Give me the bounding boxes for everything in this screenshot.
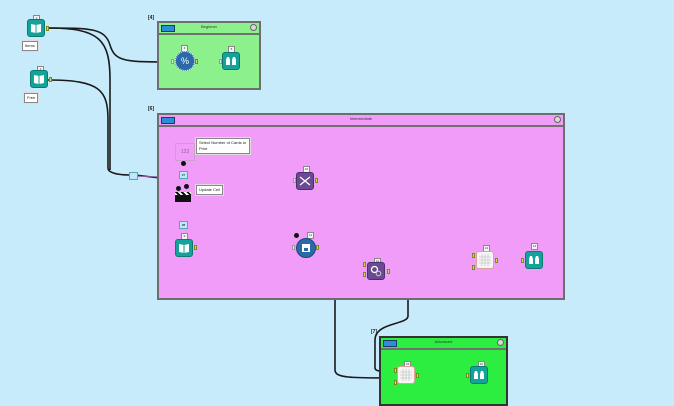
container-id: [4] (148, 15, 155, 21)
output-anchor[interactable] (195, 59, 198, 64)
action-tool[interactable] (175, 192, 191, 202)
container-header: Advanced (381, 338, 506, 350)
tool-annotation-items: Items (22, 41, 38, 51)
input-anchor[interactable] (394, 368, 397, 373)
cross-tab-tool[interactable] (397, 366, 415, 384)
interface-anchor[interactable] (176, 186, 181, 191)
output-anchor[interactable] (387, 269, 390, 274)
table-icon (400, 369, 412, 381)
numeric-updown-tool[interactable]: 123 (175, 143, 195, 161)
book-icon (31, 24, 41, 33)
binoculars-icon (474, 371, 484, 379)
container-beginner[interactable]: Beginner (157, 21, 261, 90)
clapperboard-icon (175, 192, 191, 195)
output-anchor[interactable] (46, 26, 49, 31)
book-icon (34, 75, 44, 84)
input-anchor[interactable] (292, 245, 295, 250)
container-title: Intermediate (349, 116, 373, 121)
browse-tool[interactable] (470, 366, 488, 384)
binoculars-icon (529, 256, 539, 264)
interface-anchor[interactable] (181, 161, 186, 166)
container-toggle[interactable] (161, 117, 175, 124)
container-title: Beginner (200, 24, 217, 29)
wire-items-to-question (47, 27, 111, 170)
output-anchor[interactable] (49, 77, 52, 82)
input-anchor[interactable] (363, 262, 366, 267)
input-anchor[interactable] (472, 265, 475, 270)
sample-tool[interactable]: % (175, 51, 195, 71)
numeric-updown-annotation: Select Number of Cards to Print (196, 138, 250, 154)
browse-tool[interactable] (222, 52, 240, 70)
save-icon (302, 244, 310, 252)
question-badge: #8 (179, 221, 188, 229)
numeric-display: 123 (180, 149, 190, 155)
input-anchor[interactable] (394, 380, 397, 385)
input-anchor[interactable] (219, 59, 222, 64)
tool-id-badge: 14 (531, 243, 538, 250)
container-header: Beginner (159, 23, 259, 35)
container-id: [7] (371, 329, 378, 335)
binoculars-icon (226, 57, 236, 65)
collapse-button[interactable] (497, 339, 504, 346)
gears-icon (370, 265, 382, 277)
book-icon (179, 244, 189, 253)
input-tool[interactable] (175, 239, 193, 257)
collapse-button[interactable] (250, 24, 257, 31)
interface-question-icon[interactable] (129, 172, 138, 180)
append-tool[interactable] (367, 262, 385, 280)
svg-text:%: % (181, 56, 189, 66)
input-anchor[interactable] (363, 272, 366, 277)
output-anchor[interactable] (315, 178, 318, 183)
container-header: Intermediate (159, 115, 563, 127)
question-badge: #7 (179, 171, 188, 179)
action-annotation: Update Cell (196, 185, 223, 195)
input-anchor[interactable] (466, 373, 469, 378)
percent-gear-icon: % (181, 56, 189, 66)
sample-tool[interactable] (296, 238, 316, 258)
wire-free-to-question (47, 79, 131, 176)
wire-items-to-beginner (47, 27, 176, 63)
container-id: [6] (148, 106, 155, 112)
container-toggle[interactable] (383, 340, 397, 347)
output-anchor[interactable] (416, 373, 419, 378)
output-anchor[interactable] (316, 245, 319, 250)
cross-tab-tool[interactable] (476, 251, 494, 269)
container-toggle[interactable] (161, 25, 175, 32)
input-anchor[interactable] (521, 258, 524, 263)
output-anchor[interactable] (194, 245, 197, 250)
tool-annotation-free: Free (24, 93, 39, 103)
input-tool-free[interactable] (30, 70, 48, 88)
input-tool-items[interactable] (27, 19, 45, 37)
container-title: Advanced (434, 339, 453, 344)
interface-anchor[interactable] (294, 233, 299, 238)
collapse-button[interactable] (554, 116, 561, 123)
output-anchor[interactable] (495, 258, 498, 263)
dna-icon (299, 176, 311, 186)
input-anchor[interactable] (171, 59, 174, 64)
table-icon (479, 254, 491, 266)
interface-anchor[interactable] (184, 184, 189, 189)
formula-tool[interactable] (296, 172, 314, 190)
browse-tool[interactable] (525, 251, 543, 269)
input-anchor[interactable] (293, 178, 296, 183)
input-anchor[interactable] (472, 253, 475, 258)
